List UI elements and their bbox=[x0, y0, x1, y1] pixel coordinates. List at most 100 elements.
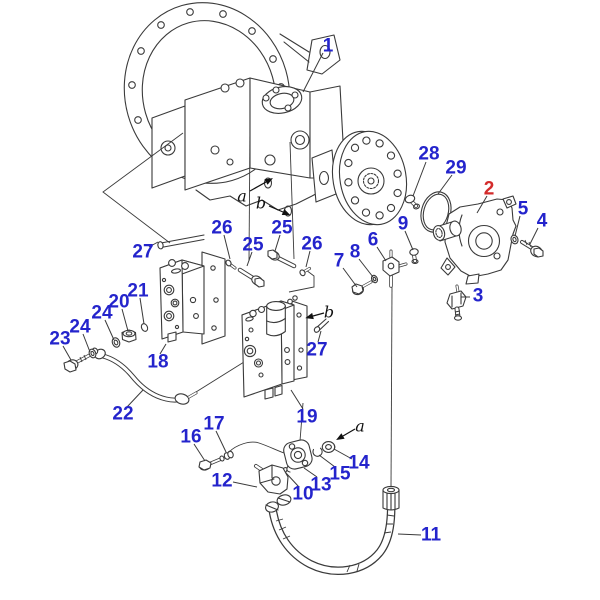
bolt-25-upper bbox=[267, 249, 297, 269]
callout-leader-23 bbox=[62, 345, 72, 361]
callout-leader-29 bbox=[437, 174, 453, 195]
callout-leader-27 bbox=[148, 241, 159, 248]
pump-body bbox=[151, 33, 346, 217]
bolt-23 bbox=[63, 353, 91, 373]
reference-letter-a: a bbox=[237, 187, 247, 206]
end-cover-disc bbox=[331, 130, 408, 226]
nut-20 bbox=[121, 329, 137, 343]
callout-28: 28 bbox=[418, 144, 439, 165]
callout-17: 17 bbox=[203, 414, 224, 435]
ring-5 bbox=[510, 234, 519, 245]
reference-letter-b: b bbox=[324, 303, 334, 322]
callout-leader-25 bbox=[246, 251, 253, 267]
hose-11 bbox=[265, 485, 400, 575]
callout-leader-26 bbox=[305, 250, 311, 268]
callout-leader-22 bbox=[126, 389, 144, 408]
callout-leader-17 bbox=[215, 430, 227, 453]
callout-5: 5 bbox=[518, 199, 529, 220]
washer-24-left bbox=[88, 348, 97, 359]
screw-26-left bbox=[225, 259, 237, 270]
callout-leader-28 bbox=[412, 161, 427, 197]
callout-leader-13 bbox=[303, 467, 318, 478]
callout-13: 13 bbox=[310, 475, 331, 496]
callout-14: 14 bbox=[348, 453, 370, 474]
shaft-hub bbox=[357, 167, 385, 195]
gear-pump-2 bbox=[432, 195, 517, 285]
reference-letter-a: a bbox=[355, 417, 365, 436]
solenoid-cylinder bbox=[266, 301, 286, 337]
callout-4: 4 bbox=[537, 211, 548, 232]
screw-26-right bbox=[299, 267, 311, 277]
callout-9: 9 bbox=[398, 214, 409, 235]
callout-16: 16 bbox=[180, 427, 201, 448]
valve-block-18 bbox=[159, 251, 226, 345]
callout-26: 26 bbox=[301, 234, 322, 255]
callout-29: 29 bbox=[445, 158, 466, 179]
letter-arrow-line-a bbox=[249, 181, 267, 192]
stud-pin-27-right bbox=[313, 318, 330, 333]
top-bracket bbox=[306, 34, 341, 75]
letter-arrowhead-a bbox=[336, 433, 345, 441]
callout-3: 3 bbox=[473, 286, 484, 307]
callout-leader-2 bbox=[476, 195, 488, 214]
callout-8: 8 bbox=[350, 242, 361, 263]
callout-leader-8 bbox=[358, 258, 374, 278]
callout-leader-18 bbox=[159, 343, 167, 355]
callout-26: 26 bbox=[211, 218, 232, 239]
snap-ring-15 bbox=[312, 447, 323, 457]
callout-leader-14 bbox=[333, 448, 353, 460]
callout-21: 21 bbox=[127, 281, 149, 302]
callout-leader-25 bbox=[274, 234, 281, 252]
nut-14 bbox=[321, 441, 336, 453]
callout-18: 18 bbox=[147, 352, 168, 373]
flange-plate-13 bbox=[283, 439, 313, 473]
callout-leader-24 bbox=[104, 319, 115, 341]
callout-leader-5 bbox=[514, 215, 521, 237]
callout-leader-20 bbox=[121, 308, 129, 332]
callout-leader-4 bbox=[529, 227, 539, 245]
letter-arrow-line-b bbox=[312, 312, 325, 317]
callout-leader-27 bbox=[317, 330, 322, 343]
plug-21 bbox=[140, 323, 149, 332]
callout-leader-15 bbox=[318, 454, 336, 468]
callout-25: 25 bbox=[242, 235, 264, 256]
callout-25: 25 bbox=[271, 218, 293, 239]
callout-leader-24 bbox=[82, 333, 91, 353]
hose-end-fitting bbox=[382, 485, 400, 511]
plug-28 bbox=[404, 194, 420, 210]
letter-arrowhead-b bbox=[305, 312, 314, 320]
valve-block-19 bbox=[241, 295, 308, 400]
letter-arrowhead-a bbox=[264, 178, 273, 185]
callout-6: 6 bbox=[368, 230, 379, 251]
washer-8 bbox=[370, 274, 379, 284]
callout-2: 2 bbox=[484, 179, 495, 200]
letter-arrowhead-b bbox=[281, 209, 291, 216]
callout-leader-16 bbox=[193, 443, 206, 462]
elbow-12 bbox=[254, 464, 292, 506]
stud-pin-27-left bbox=[157, 234, 205, 250]
callout-12: 12 bbox=[211, 471, 232, 492]
callout-15: 15 bbox=[329, 464, 351, 485]
callout-22: 22 bbox=[112, 404, 133, 425]
callout-leader-6 bbox=[376, 246, 387, 262]
callout-23: 23 bbox=[49, 329, 70, 350]
construction-lines bbox=[102, 127, 393, 490]
reference-letter-b: b bbox=[256, 194, 266, 213]
tube-22 bbox=[91, 347, 198, 405]
callout-20: 20 bbox=[108, 292, 129, 313]
callout-leader-19 bbox=[290, 389, 304, 410]
fitting-3 bbox=[446, 284, 467, 321]
bolt-25-lower bbox=[237, 267, 265, 288]
letter-arrow-line-a bbox=[342, 428, 356, 437]
callout-1: 1 bbox=[323, 36, 334, 57]
clamp-17 bbox=[223, 450, 234, 460]
bolt-7 bbox=[351, 280, 373, 296]
bolt-4 bbox=[520, 239, 544, 258]
callout-11: 11 bbox=[421, 525, 442, 546]
callout-leader-7 bbox=[342, 267, 358, 288]
callout-leader-21 bbox=[139, 297, 145, 325]
callout-19: 19 bbox=[296, 407, 317, 428]
pilot-wire bbox=[228, 441, 285, 454]
